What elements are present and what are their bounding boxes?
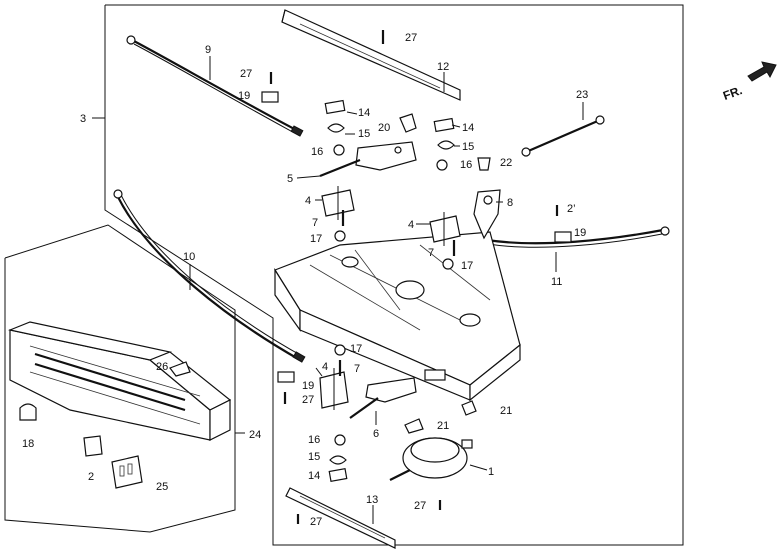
lever-8 <box>473 189 501 240</box>
callout-6: 6 <box>373 428 379 440</box>
cable-9 <box>126 35 304 137</box>
front-label: FR. <box>721 83 744 103</box>
callout-2: 2 <box>88 471 94 483</box>
small-fasteners <box>261 30 572 524</box>
callout-23: 23 <box>576 89 588 101</box>
callout-22: 22 <box>500 157 512 169</box>
callout-27d: 27 <box>414 500 426 512</box>
callout-17a: 17 <box>310 233 322 245</box>
switch-2 <box>83 435 103 457</box>
callout-27a: 27 <box>405 32 417 44</box>
callout-3: 3 <box>80 113 86 125</box>
assembly-frame <box>104 4 684 546</box>
callout-19b: 19 <box>302 380 314 392</box>
callout-24: 24 <box>249 429 261 441</box>
callout-1: 1 <box>488 466 494 478</box>
switch-25 <box>111 455 143 489</box>
cable-10 <box>113 189 306 363</box>
callout-13: 13 <box>366 494 378 506</box>
callout-7b: 7 <box>428 247 434 259</box>
bracket-12 <box>281 9 461 101</box>
callout-14b: 14 <box>462 122 474 134</box>
heater-valve-housing <box>274 231 521 402</box>
lever-4-left <box>321 186 355 220</box>
control-panel-24 <box>7 321 232 441</box>
callout-14c: 14 <box>308 470 320 482</box>
callout-21a: 21 <box>437 420 449 432</box>
callout-labels: 1 2 3 4 4 4 5 6 7 7 7 8 9 10 11 12 13 14… <box>22 32 588 528</box>
callout-27e: 27 <box>310 516 322 528</box>
callout-12: 12 <box>437 61 449 73</box>
callout-15c: 15 <box>308 451 320 463</box>
actuator-motor-1 <box>389 437 473 481</box>
callout-26: 26 <box>156 361 168 373</box>
callout-7a: 7 <box>312 217 318 229</box>
callout-4a: 4 <box>305 195 311 207</box>
callout-21b: 21 <box>500 405 512 417</box>
callout-15a: 15 <box>358 128 370 140</box>
front-arrow-icon <box>747 61 777 82</box>
leader-lines <box>92 56 584 524</box>
callout-14a: 14 <box>358 107 370 119</box>
callout-8: 8 <box>507 197 513 209</box>
callout-16c: 16 <box>308 434 320 446</box>
callout-7c: 7 <box>354 363 360 375</box>
callout-10: 10 <box>183 251 195 263</box>
callout-19c: 19 <box>574 227 586 239</box>
callout-17b: 17 <box>461 260 473 272</box>
lever-4-right <box>429 212 461 246</box>
callout-25: 25 <box>156 481 168 493</box>
callout-4c: 4 <box>322 361 328 373</box>
clip-26 <box>169 361 191 377</box>
front-direction-indicator: FR. <box>721 61 777 103</box>
callout-16b: 16 <box>460 159 472 171</box>
callout-27c: 27 <box>302 394 314 406</box>
knob-18 <box>19 403 37 421</box>
lever-5 <box>319 141 417 178</box>
callout-4b: 4 <box>408 219 414 231</box>
callout-5: 5 <box>287 173 293 185</box>
callout-18: 18 <box>22 438 34 450</box>
callout-27f: 2’ <box>567 203 576 215</box>
callout-9: 9 <box>205 44 211 56</box>
callout-20: 20 <box>378 122 390 134</box>
callout-11: 11 <box>551 276 562 288</box>
callout-27b: 27 <box>240 68 252 80</box>
callout-15b: 15 <box>462 141 474 153</box>
callout-17c: 17 <box>350 343 362 355</box>
cable-11 <box>486 226 670 248</box>
callout-16a: 16 <box>311 146 323 158</box>
lever-4-lower <box>319 368 349 410</box>
bracket-13 <box>285 487 396 549</box>
callout-19a: 19 <box>238 90 250 102</box>
lever-6 <box>349 377 417 419</box>
control-panel-frame <box>4 224 236 533</box>
rod-23 <box>521 115 605 157</box>
